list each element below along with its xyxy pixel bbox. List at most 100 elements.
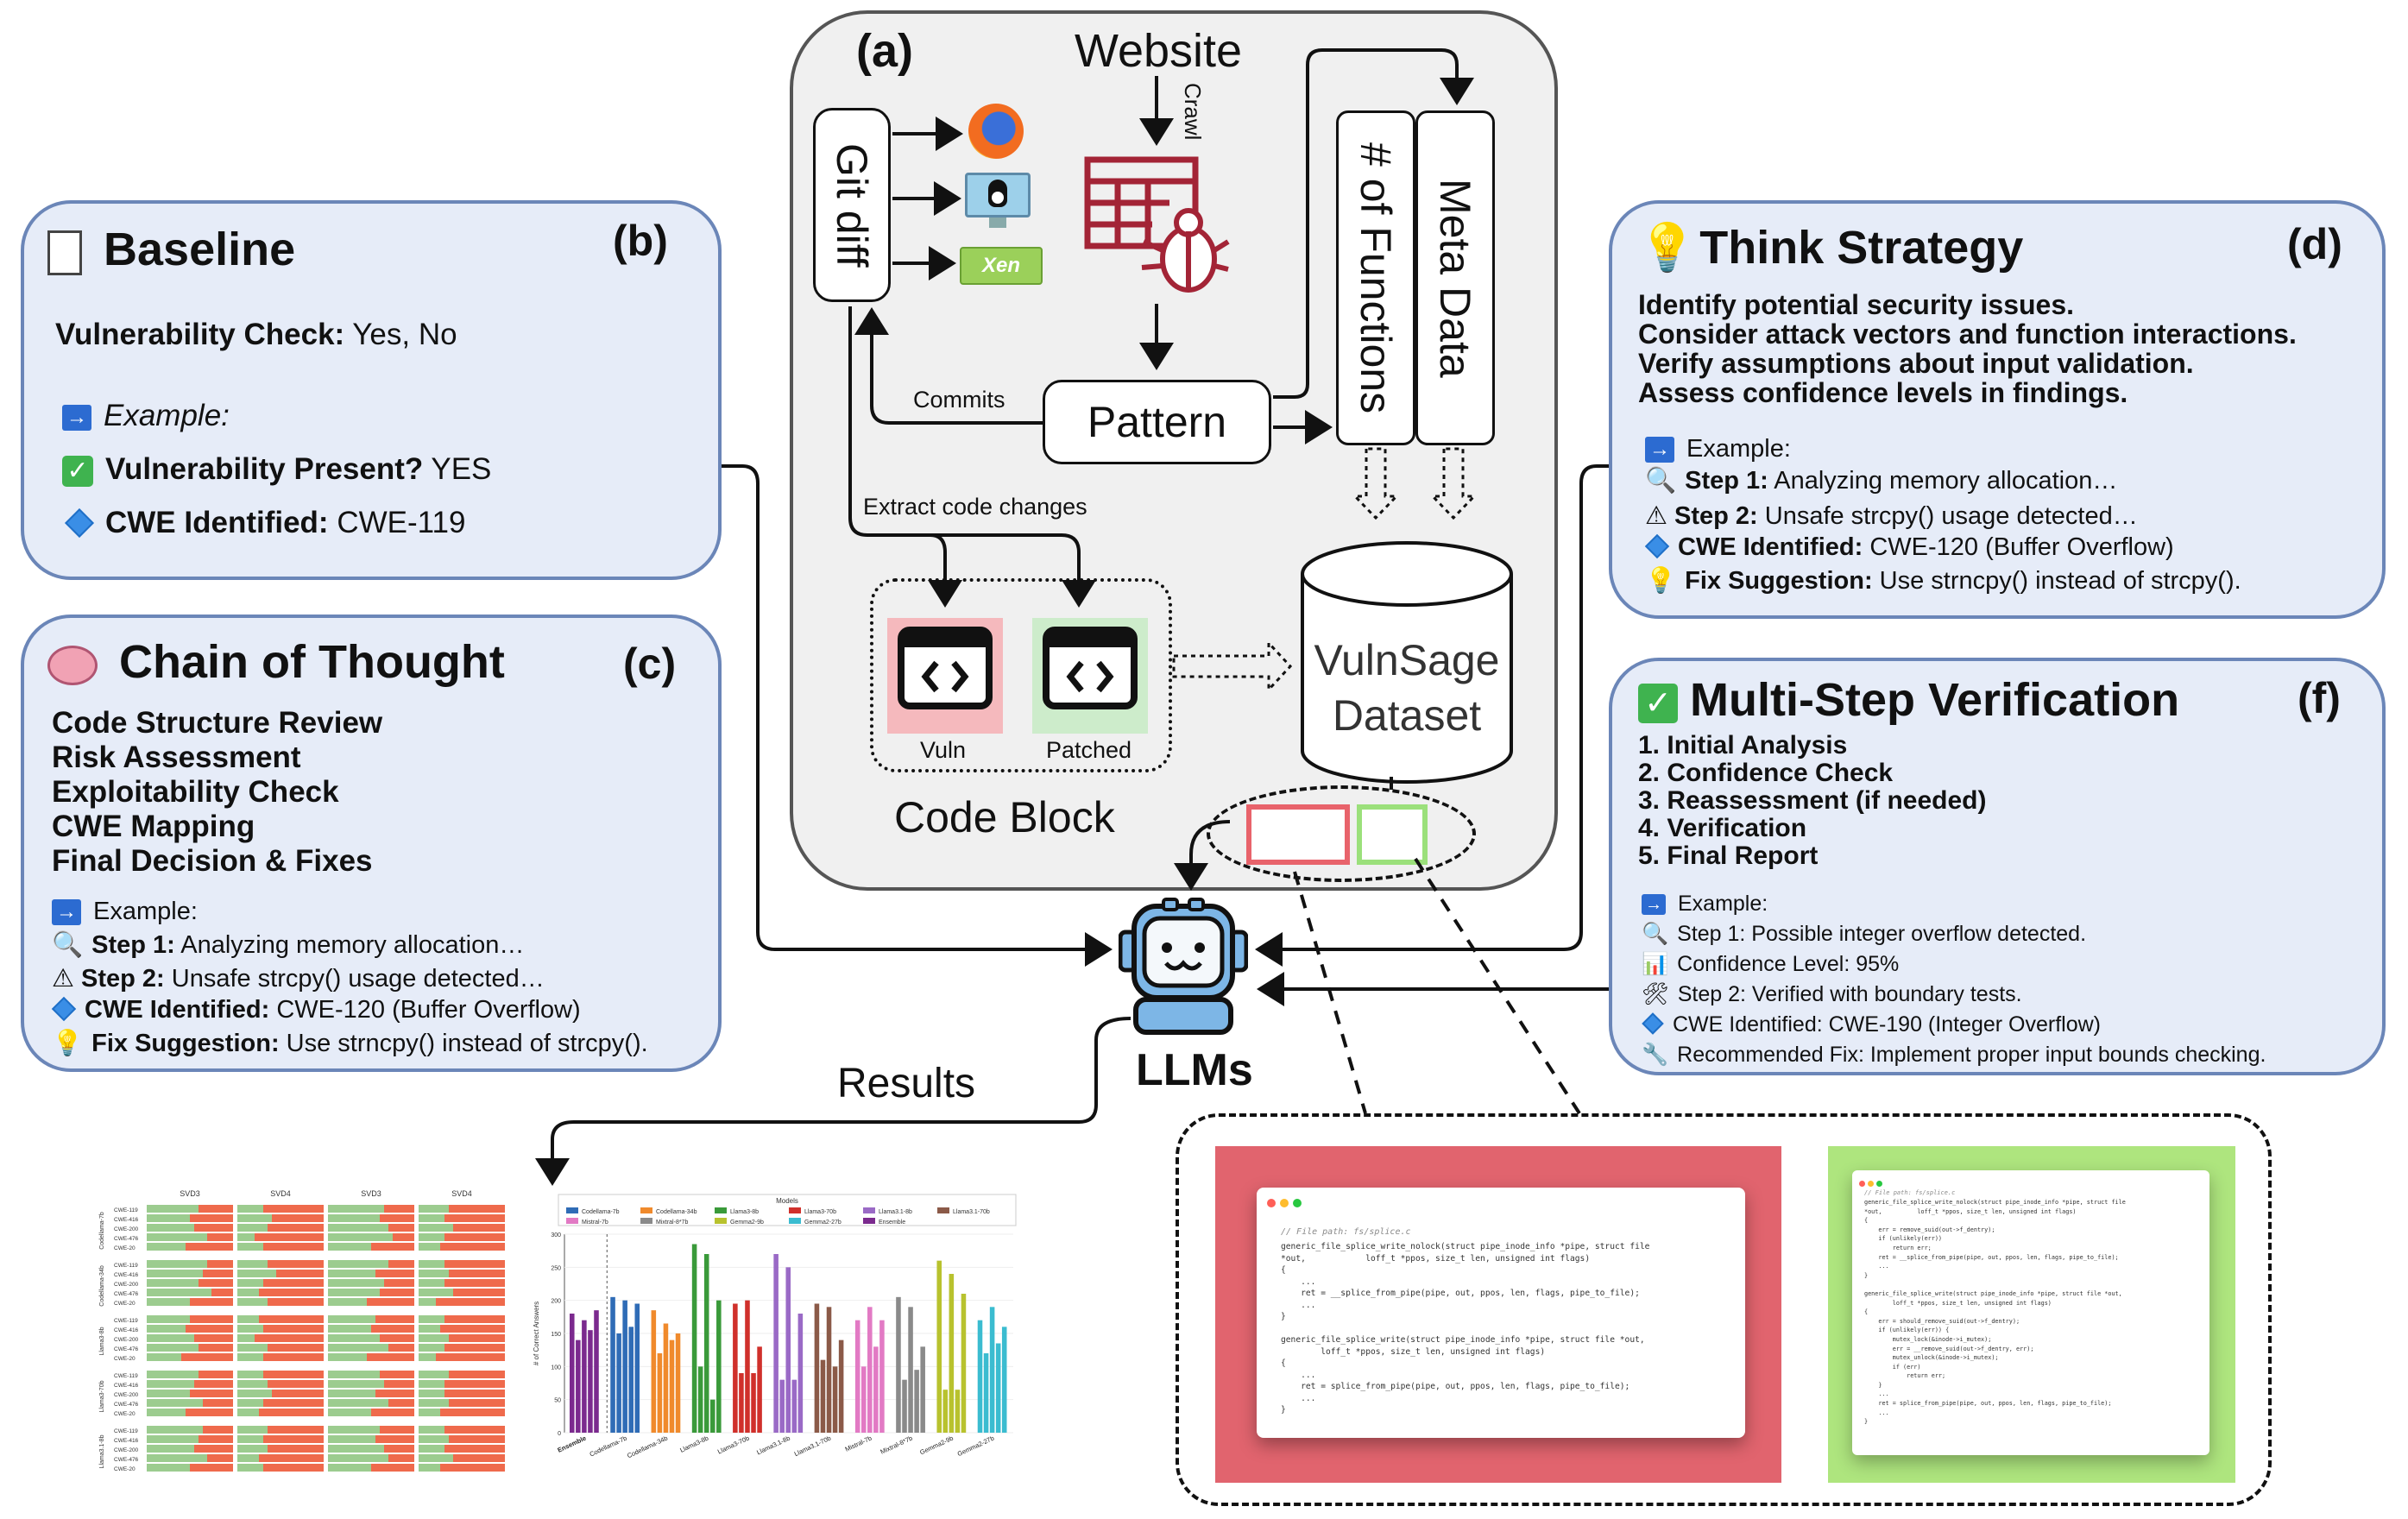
code-line: ...	[1281, 1300, 1316, 1310]
cot-step: Code Structure Review	[52, 706, 383, 740]
git-diff-label: Git diff	[828, 142, 876, 268]
think-panel	[1609, 200, 2386, 619]
code-line: ret = splice_from_pipe(pipe, out, ppos, …	[1281, 1382, 1630, 1391]
table-incorrect-bar	[440, 1325, 505, 1333]
arrow-right-icon: →	[1642, 894, 1666, 916]
table-correct-bar	[147, 1426, 203, 1434]
bar	[977, 1320, 983, 1433]
table-incorrect-bar	[380, 1289, 414, 1296]
arrow-right-icon: →	[52, 899, 81, 926]
table-row-label: CWE-20	[114, 1245, 136, 1251]
baseline-present-label: Vulnerability Present?	[105, 452, 424, 486]
multi-step: 2. Confidence Check	[1638, 759, 1894, 787]
think-title-text: Think Strategy	[1699, 222, 2024, 274]
code-line: generic_file_splice_write(struct pipe_in…	[1864, 1289, 2122, 1297]
table-correct-bar	[147, 1270, 203, 1277]
table-correct-bar	[147, 1298, 190, 1306]
code-line: ret = __splice_from_pipe(pipe, out, ppos…	[1281, 1289, 1640, 1298]
y-tick-label: 200	[551, 1299, 561, 1305]
table-incorrect-bar	[181, 1353, 233, 1361]
table-incorrect-bar	[203, 1270, 233, 1277]
table-correct-bar	[328, 1224, 388, 1232]
table-incorrect-bar	[444, 1214, 505, 1222]
code-line: ret = splice_from_pipe(pipe, out, ppos, …	[1864, 1400, 2112, 1408]
multi-e1: Step 1: Possible integer overflow detect…	[1677, 922, 2087, 946]
bar	[955, 1390, 961, 1433]
table-correct-bar	[147, 1289, 211, 1296]
vuln-label: Vuln	[920, 737, 967, 763]
patched-code-lines: generic_file_splice_write_nolock(struct …	[1864, 1198, 2126, 1427]
warning-icon: ⚠	[52, 965, 74, 993]
table-row-label: CWE-416	[114, 1217, 139, 1223]
cot-s1-value: Analyzing memory allocation…	[174, 931, 525, 959]
table-correct-bar	[328, 1214, 380, 1222]
code-line: ...	[1864, 1263, 1889, 1270]
cot-fix-value: Use strncpy() instead of strcpy().	[279, 1030, 648, 1057]
table-column-label: SVD4	[451, 1189, 472, 1198]
table-correct-bar	[419, 1435, 449, 1443]
patched-code-window: // File path: fs/splice.c generic_file_s…	[1852, 1170, 2209, 1455]
dataset-label-1: VulnSage	[1314, 636, 1500, 684]
table-correct-bar	[328, 1270, 375, 1277]
baseline-present: ✓Vulnerability Present? YES	[62, 452, 491, 487]
table-incorrect-bar	[371, 1243, 414, 1251]
bar	[773, 1254, 779, 1433]
code-line: ...	[1864, 1390, 1889, 1398]
llms-label: LLMs	[1136, 1045, 1253, 1095]
wrench-icon: 🔧	[1642, 1043, 1669, 1067]
table-incorrect-bar	[268, 1426, 324, 1434]
legend-swatch	[566, 1218, 578, 1224]
results-label: Results	[837, 1061, 976, 1106]
code-line: if (unlikely(err))	[1864, 1235, 1943, 1243]
y-tick-label: 50	[554, 1398, 561, 1404]
legend-swatch	[863, 1207, 875, 1213]
table-incorrect-bar	[449, 1371, 505, 1378]
lightbulb-icon: 💡	[52, 1030, 84, 1057]
table-correct-bar	[237, 1353, 263, 1361]
table-correct-bar	[237, 1298, 268, 1306]
legend-label: Gemma2-27b	[804, 1220, 842, 1226]
table-correct-bar	[328, 1279, 384, 1287]
table-correct-bar	[419, 1270, 449, 1277]
legend-swatch	[789, 1218, 801, 1224]
table-incorrect-bar	[276, 1270, 324, 1277]
code-line: }	[1281, 1405, 1286, 1415]
table-incorrect-bar	[255, 1233, 324, 1241]
table-correct-bar	[328, 1454, 388, 1462]
baseline-panel	[21, 200, 722, 580]
label-a: (a)	[856, 25, 913, 77]
table-row-label: CWE-416	[114, 1272, 139, 1278]
table-incorrect-bar	[393, 1233, 414, 1241]
table-correct-bar	[419, 1464, 440, 1472]
meta-data-box: Meta Data	[1415, 110, 1495, 445]
table-row-label: CWE-476	[114, 1291, 139, 1297]
y-tick-label: 300	[551, 1232, 561, 1239]
bar	[896, 1296, 901, 1433]
table-incorrect-bar	[259, 1315, 324, 1323]
cot-step: Exploitability Check	[52, 775, 339, 809]
multi-steps: 1. Initial Analysis 2. Confidence Check …	[1638, 732, 1987, 870]
table-incorrect-bar	[388, 1344, 414, 1352]
table-correct-bar	[237, 1315, 259, 1323]
code-comparison-region	[1176, 1113, 2272, 1506]
baseline-present-value: YES	[423, 452, 492, 486]
table-incorrect-bar	[449, 1205, 505, 1213]
table-incorrect-bar	[384, 1279, 414, 1287]
cot-fix-label: Fix Suggestion:	[91, 1030, 280, 1057]
table-group-label: Llama3-70b	[99, 1380, 105, 1412]
think-s1-value: Analyzing memory allocation…	[1768, 467, 2118, 495]
legend-label: Llama3.1-8b	[879, 1209, 912, 1215]
cot-cwe-value: CWE-120 (Buffer Overflow)	[269, 996, 581, 1024]
table-correct-bar	[328, 1344, 388, 1352]
cot-step: CWE Mapping	[52, 810, 255, 843]
baseline-check-label: Vulnerability Check:	[55, 318, 345, 351]
table-correct-bar	[419, 1454, 453, 1462]
label-c: (c)	[623, 640, 677, 688]
baseline-check: Vulnerability Check: Yes, No	[55, 318, 457, 352]
cot-example-label: Example:	[93, 898, 198, 925]
bar	[669, 1339, 675, 1433]
patched-code-glyph	[1043, 627, 1138, 709]
table-incorrect-bar	[375, 1435, 414, 1443]
magnifier-icon: 🔍	[52, 931, 84, 959]
bar	[867, 1307, 873, 1433]
